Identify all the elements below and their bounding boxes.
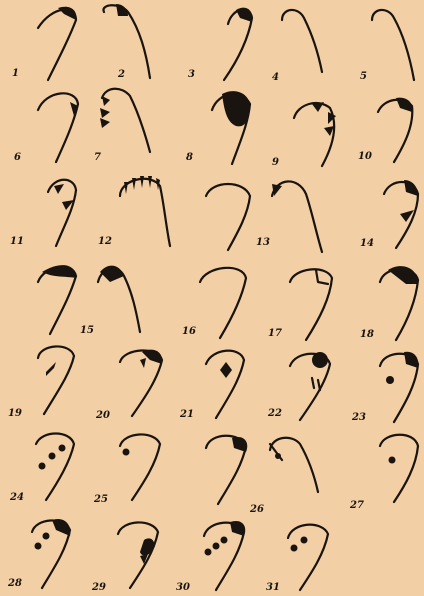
figure-24: 24 (9, 434, 74, 504)
figure-2-number: 2 (117, 69, 125, 80)
figure-5-number: 5 (360, 71, 367, 82)
figure-29: 29 (91, 522, 158, 593)
figure-31: 31 (266, 525, 328, 593)
figure-10-number: 10 (358, 151, 372, 162)
figure-15-number: 15 (80, 325, 94, 336)
figure-22-number: 22 (267, 408, 282, 419)
figure-23: 23 (351, 352, 418, 423)
figure-4: 4 (272, 10, 322, 83)
figure-5: 5 (360, 10, 414, 82)
figure-13: 13 (206, 181, 322, 252)
figure-25-number: 25 (93, 494, 108, 505)
figure-28-number: 28 (7, 578, 22, 589)
figure-17: 17 (268, 269, 332, 340)
figure-18-number: 18 (360, 329, 374, 340)
figure-9-number: 9 (272, 157, 279, 168)
figure-1: 1 (12, 7, 76, 80)
figure-21-number: 21 (179, 409, 194, 420)
figure-17-number: 17 (268, 328, 282, 339)
figure-27-number: 27 (349, 500, 364, 511)
figure-12-number: 12 (98, 236, 112, 247)
figure-12: 12 (98, 176, 170, 247)
figure-1-number: 1 (12, 68, 19, 79)
figure-3: 3 (188, 8, 252, 80)
figure-11-number: 11 (10, 236, 24, 247)
figure-14: 14 (360, 180, 418, 249)
figure-7: 7 (94, 89, 150, 163)
figure-30-number: 30 (176, 582, 190, 593)
figure-15: 15 (38, 265, 140, 336)
figure-20: 20 (95, 350, 162, 421)
figure-13-number: 13 (256, 237, 270, 248)
figure-2: 2 (103, 4, 150, 80)
figure-16: 16 (182, 268, 246, 338)
figure-27: 27 (349, 435, 418, 511)
figure-19-number: 19 (8, 408, 22, 419)
figure-7-number: 7 (94, 152, 101, 163)
figure-30: 30 (176, 521, 245, 593)
figure-22: 22 (267, 352, 330, 420)
figure-26-number: 26 (249, 504, 264, 515)
figure-18: 18 (360, 266, 418, 340)
figure-28: 28 (7, 519, 70, 589)
figure-24-number: 24 (9, 492, 24, 503)
figure-23-number: 23 (351, 412, 366, 423)
figure-3-number: 3 (188, 69, 195, 80)
figure-9: 9 (272, 102, 336, 168)
figure-11: 11 (10, 180, 76, 247)
figure-19: 19 (8, 346, 74, 419)
figure-16-number: 16 (182, 326, 196, 337)
figure-4-number: 4 (272, 72, 279, 83)
figure-14-number: 14 (360, 238, 374, 249)
figure-10: 10 (358, 98, 412, 162)
figure-26: 26 (206, 436, 318, 515)
figure-29-number: 29 (91, 582, 106, 593)
figure-8: 8 (186, 91, 250, 164)
figure-6: 6 (14, 93, 78, 163)
figure-31-number: 31 (266, 582, 280, 593)
figure-25: 25 (93, 434, 160, 505)
figure-21: 21 (179, 351, 244, 420)
figure-6-number: 6 (14, 152, 21, 163)
figure-20-number: 20 (95, 410, 110, 421)
figure-8-number: 8 (186, 152, 193, 163)
